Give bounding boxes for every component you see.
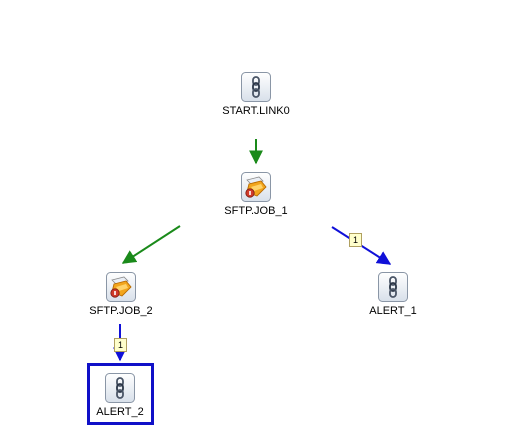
sftp-job-icon bbox=[106, 272, 136, 302]
node-label: SFTP.JOB_2 bbox=[89, 305, 153, 317]
link-icon bbox=[241, 72, 271, 102]
link-icon bbox=[105, 373, 135, 403]
edge-job1-to-job2[interactable] bbox=[121, 225, 181, 264]
node-sftp-job-1[interactable]: SFTP.JOB_1 bbox=[206, 172, 306, 217]
selection-frame bbox=[87, 363, 154, 425]
edge-badge-job1-alert1: 1 bbox=[349, 233, 362, 247]
node-label: ALERT_2 bbox=[96, 406, 144, 418]
edge-badge-job2-alert2: 1 bbox=[114, 338, 127, 352]
sftp-job-icon bbox=[241, 172, 271, 202]
link-icon bbox=[378, 272, 408, 302]
node-sftp-job-2[interactable]: SFTP.JOB_2 bbox=[71, 272, 171, 317]
node-start-link0[interactable]: START.LINK0 bbox=[206, 72, 306, 117]
node-alert-2[interactable]: ALERT_2 bbox=[70, 373, 170, 418]
node-label: SFTP.JOB_1 bbox=[224, 205, 288, 217]
node-label: ALERT_1 bbox=[369, 305, 417, 317]
node-alert-1[interactable]: ALERT_1 bbox=[343, 272, 443, 317]
node-label: START.LINK0 bbox=[222, 105, 290, 117]
